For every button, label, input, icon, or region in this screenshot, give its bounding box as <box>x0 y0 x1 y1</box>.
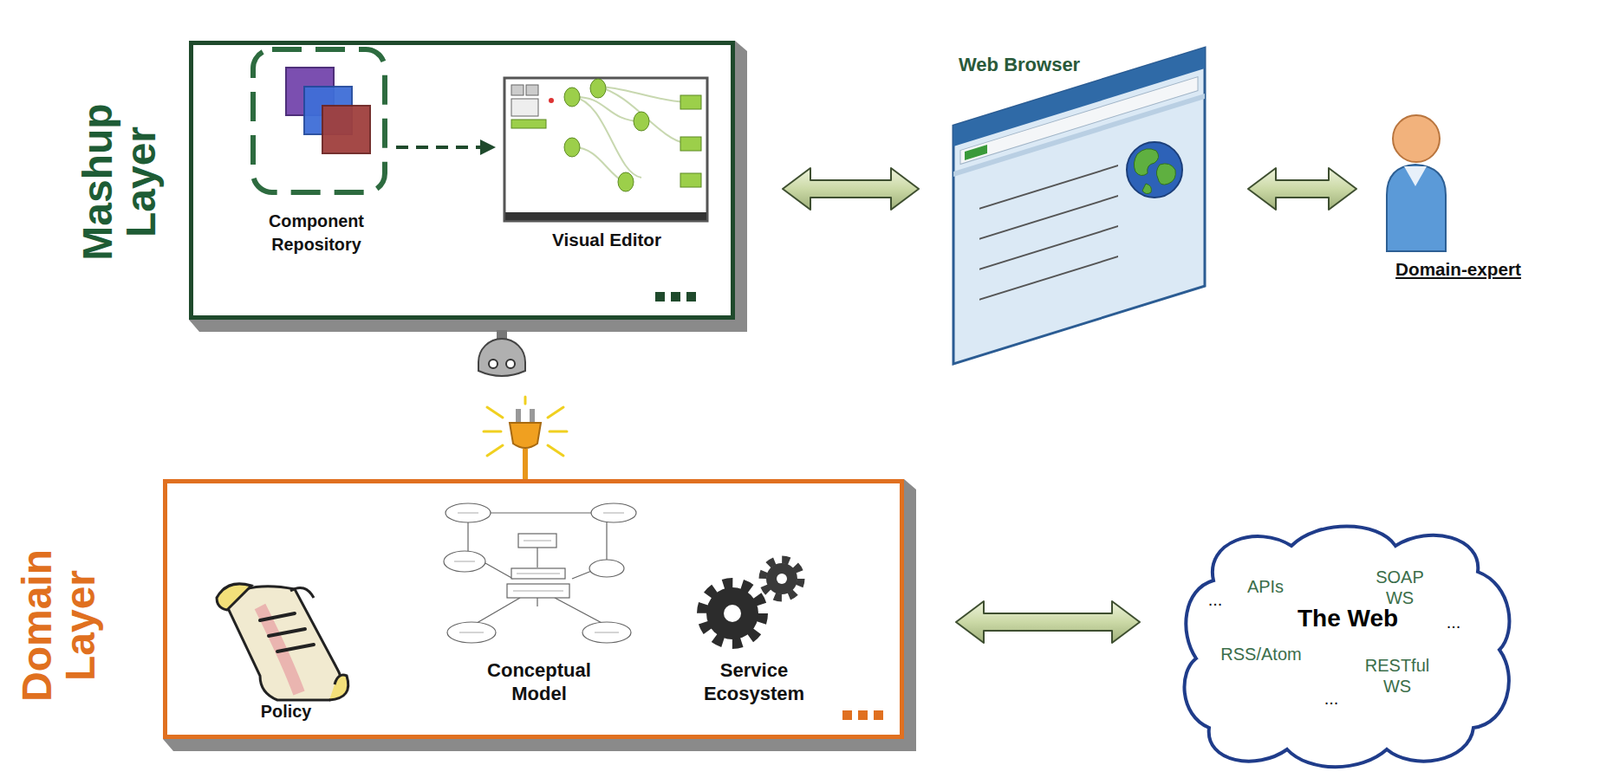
domain-box-depth <box>162 479 917 752</box>
mashup-box-depth <box>188 40 748 332</box>
web-cloud: The Web APIs SOAP WS RSS/AtomRESTful WS....… <box>1178 520 1517 774</box>
person-icon <box>1386 115 1446 252</box>
cloud-item: RESTful WS <box>1362 655 1432 697</box>
socket-icon <box>478 330 526 377</box>
editor-screenshot <box>504 78 708 222</box>
ellipsis: ... <box>1208 589 1223 611</box>
component-label: Conceptual Model <box>469 658 609 706</box>
repository-icon <box>253 49 385 193</box>
cloud-item: APIs <box>1247 576 1284 598</box>
mashup-layer-box: Mashup LayerComponent RepositoryVisual E… <box>188 40 735 320</box>
cloud-item: SOAP WS <box>1372 566 1428 609</box>
cloud-item: RSS/Atom <box>1220 643 1301 665</box>
conceptual-model-figure <box>443 503 637 644</box>
policy-scroll-icon <box>216 584 349 701</box>
layer-title: Domain Layer <box>15 537 103 716</box>
actor: Domain-expert <box>1360 108 1556 291</box>
gears-icon <box>702 559 801 644</box>
domain-component: Policy <box>199 580 373 730</box>
double-arrow <box>782 168 919 210</box>
more-marker <box>842 710 884 721</box>
component-label: Policy <box>199 700 373 724</box>
more-marker <box>655 292 696 302</box>
component-label: Service Ecosystem <box>680 658 828 706</box>
component-label: Component Repository <box>238 209 395 257</box>
browser-window <box>953 47 1205 365</box>
double-arrow <box>1248 168 1357 210</box>
actor-label: Domain-expert <box>1360 257 1556 282</box>
editor-component: Visual Editor <box>498 73 716 261</box>
ellipsis: ... <box>1324 688 1340 709</box>
repository-component: Component Repository <box>238 45 395 269</box>
ellipsis: ... <box>1446 611 1462 633</box>
dashed-arrow <box>396 139 496 156</box>
layer-title: Mashup Layer <box>76 93 163 272</box>
cloud-title: The Web <box>1297 604 1399 633</box>
domain-component: Conceptual Model <box>433 492 646 727</box>
component-label: Visual Editor <box>498 227 716 253</box>
double-arrow <box>956 601 1140 644</box>
plug-icon <box>483 396 567 481</box>
window-title: Web Browser <box>958 53 1080 77</box>
domain-layer-box: Domain LayerPolicyConceptual ModelServic… <box>162 479 905 740</box>
domain-component: Service Ecosystem <box>671 554 837 727</box>
browser-window: Web Browser <box>949 47 1210 356</box>
